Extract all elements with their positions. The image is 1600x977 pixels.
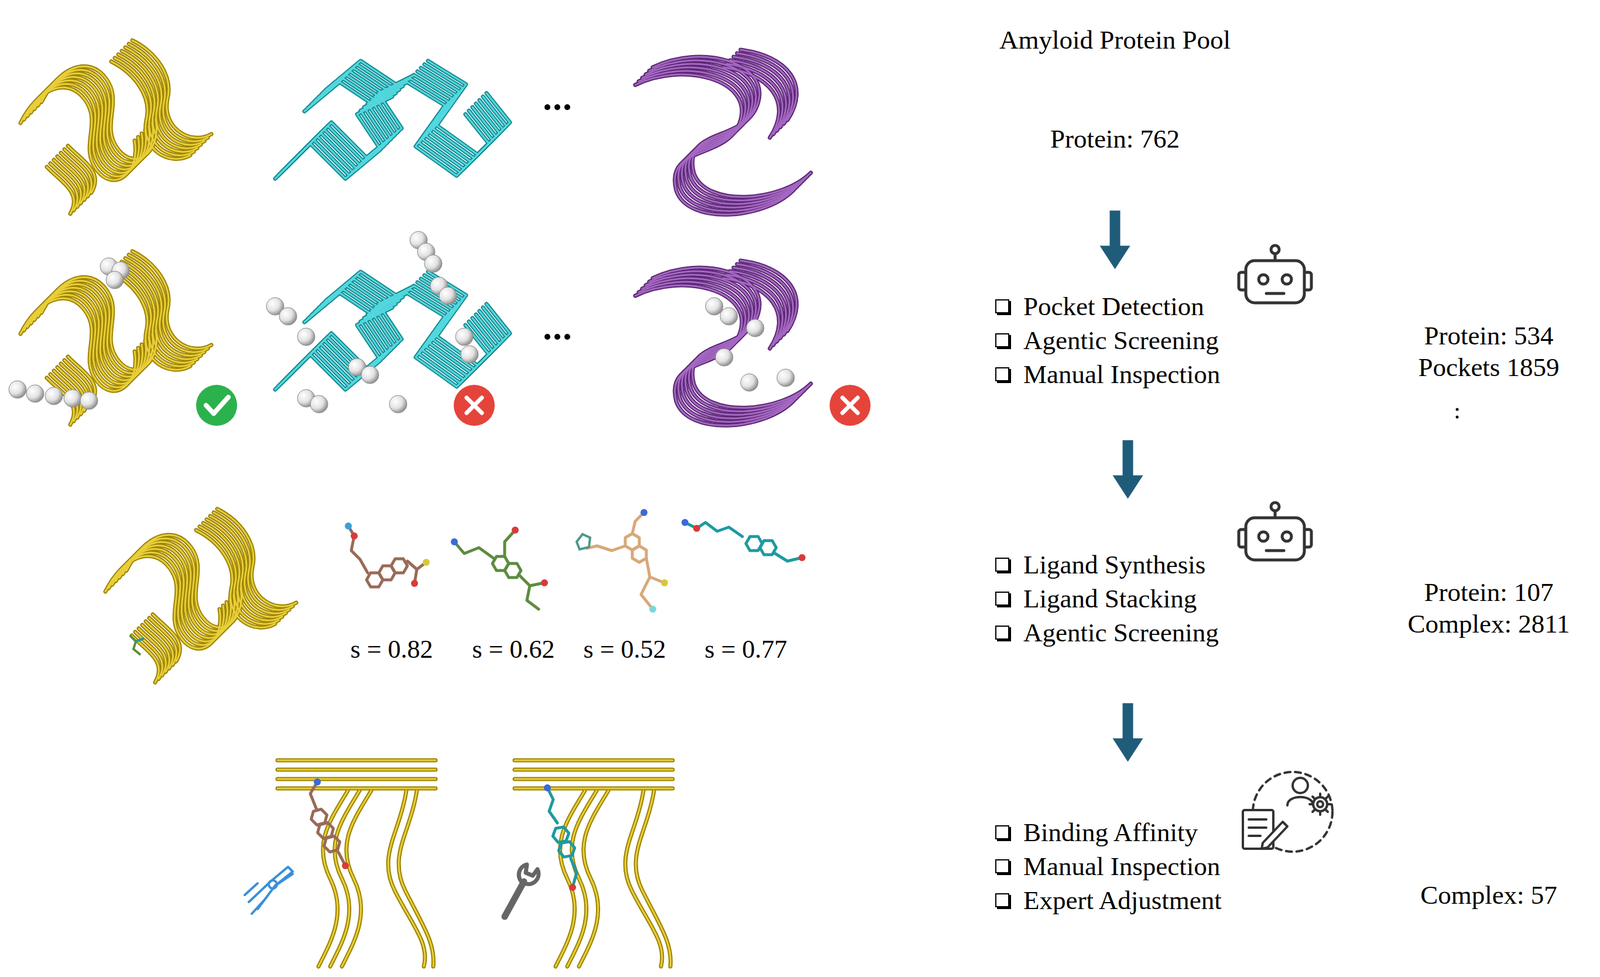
pool-title: Amyloid Protein Pool [999,24,1231,56]
text-group: Binding AffinityManual InspectionExpert … [995,814,1222,917]
expert-adjustment-closeups [244,759,673,966]
flow-arrow [1100,210,1131,270]
cylinder-top [1388,289,1589,315]
process-box: Ligand SynthesisLigand StackingAgentic S… [974,538,1281,659]
checklist-row: Pocket Detection [995,289,1221,324]
step-item: Binding Affinity [1023,816,1198,848]
text-group: Protein: 762 [1025,77,1205,200]
step-item: Pocket Detection [1023,290,1205,322]
database-cylinder: Protein: 534Pockets 1859 [1387,288,1591,400]
expert-icon [1242,771,1333,852]
text-group: Complex: 57 [1387,847,1591,941]
count-text: Complex: 2811 [1407,607,1570,640]
ligand-row [105,508,806,683]
cylinder-body [1388,847,1589,941]
checkbox-symbol [995,824,1010,839]
checklist-row: Expert Adjustment [995,882,1222,917]
database-cylinder: Amyloid Protein PoolProtein: 762 [1025,61,1205,200]
cylinder-top [1026,62,1204,94]
checklist-row: Ligand Stacking [995,581,1219,616]
checkbox-symbol [995,858,1010,873]
flow-arrow [1112,440,1144,499]
cylinder-body [1388,302,1589,400]
text-group: Pocket DetectionAgentic ScreeningManual … [995,289,1221,392]
count-text: Protein: 107 [1423,576,1554,608]
pocket-detection-row [8,231,871,426]
checklist-row: Binding Affinity [995,814,1222,849]
checkbox-symbol [995,591,1010,606]
wrench-icon [504,864,539,917]
checklist-row: Agentic Screening [995,323,1221,358]
amyloid-fibril-row-1 [20,40,811,215]
count-text: Complex: 57 [1420,878,1558,911]
robot-icons [1238,245,1312,560]
step-item: Ligand Synthesis [1023,548,1206,581]
checklist-row: Manual Inspection [995,357,1221,392]
step-item: Expert Adjustment [1023,884,1222,916]
count-text: Pockets 1859 [1417,351,1560,383]
step-item: Manual Inspection [1023,358,1221,390]
checkbox-symbol [995,299,1010,314]
checkbox-symbol [995,367,1010,382]
step-item: Ligand Stacking [1023,582,1197,615]
text-group: Protein: 534Pockets 1859 [1387,302,1591,400]
checklist-row: Manual Inspection [995,848,1222,883]
pliers-icon [244,866,293,914]
score-label: s = 0.82 [350,634,434,666]
process-box: Binding AffinityManual InspectionExpert … [974,806,1281,929]
step-item: Manual Inspection [1023,850,1221,882]
flow-arrow [1112,703,1144,762]
text-group: Ligand SynthesisLigand StackingAgentic S… [995,547,1219,650]
count-text: Protein: 534 [1423,319,1554,352]
cylinder-top [1388,545,1589,571]
database-cylinder: Protein: 107Complex: 2811 [1387,543,1591,659]
checklist-row: Agentic Screening [995,615,1219,650]
score-label: s = 0.62 [472,634,555,666]
checklist-row: Ligand Synthesis [995,547,1219,582]
cylinder-top [1388,836,1589,859]
step-item: Agentic Screening [1023,324,1219,356]
text-group: Protein: 107Complex: 2811 [1387,557,1591,659]
cylinder-body [1026,77,1204,200]
checkbox-symbol [995,892,1010,907]
cylinder-body [1388,557,1589,659]
checkbox-symbol [995,333,1010,348]
process-box: Pocket DetectionAgentic ScreeningManual … [974,280,1281,400]
score-label: s = 0.77 [704,634,788,666]
step-item: Agentic Screening [1023,616,1219,649]
count-text: Protein: 762 [1050,122,1180,155]
checkbox-symbol [995,557,1010,572]
database-cylinder: Complex: 57 [1387,834,1591,941]
score-label: s = 0.52 [583,634,667,666]
ellipsis-dots [1455,408,1459,419]
checkbox-symbol [995,625,1010,640]
